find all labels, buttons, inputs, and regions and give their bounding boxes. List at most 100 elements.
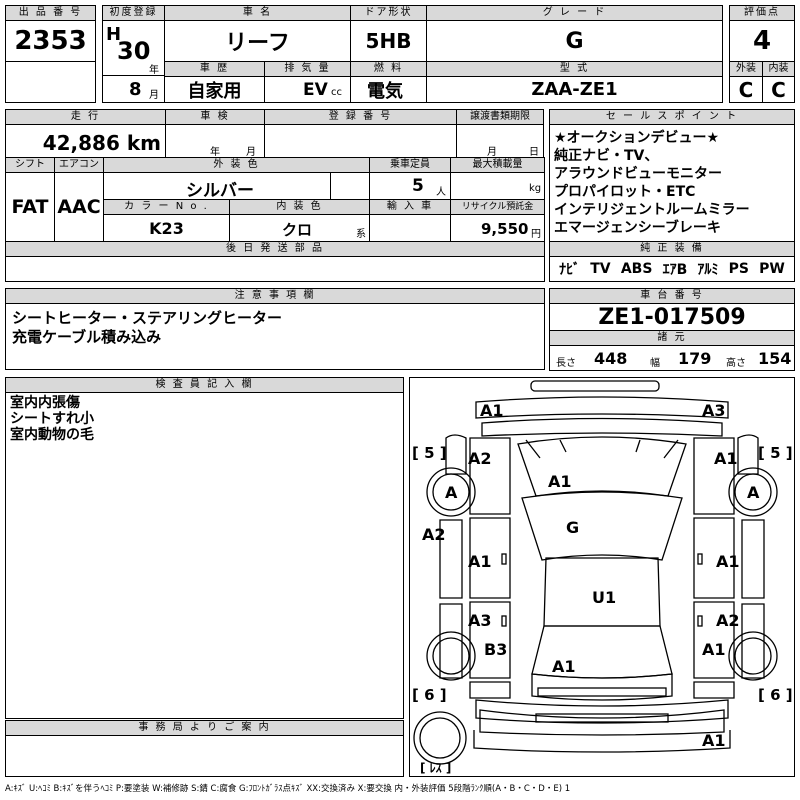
grade-value: G xyxy=(426,20,723,62)
color-no-label: カ ラ ー N o . xyxy=(103,199,230,215)
color-extra-box xyxy=(330,172,370,200)
model-label: 型 式 xyxy=(426,61,723,77)
later-parts-label: 後 日 発 送 部 品 xyxy=(5,241,545,257)
tire-label-rear-left: [ 6 ] xyxy=(412,686,447,704)
sales-point-line: エマージェンシーブレーキ xyxy=(554,220,721,236)
mark-hood: A1 xyxy=(548,472,572,491)
first-reg-month-box: 8 月 xyxy=(102,75,165,103)
inspection-year-unit: 年 xyxy=(210,147,220,158)
shift-label: シフト xyxy=(5,157,55,173)
exterior-label: 外装 xyxy=(729,61,763,77)
first-reg-era: H xyxy=(106,24,122,45)
displacement-unit: cc xyxy=(331,87,342,98)
sales-point-line: インテリジェントルームミラー xyxy=(554,202,750,218)
first-reg-year: 30 xyxy=(117,37,151,65)
equipment-item: ABS xyxy=(620,261,653,277)
mark-front-fender-right: A1 xyxy=(714,449,738,468)
equipment-box: ﾅﾋﾞ TV ABS ｴｱB ｱﾙﾐ PS PW xyxy=(549,256,795,282)
mark-pillar-left: A2 xyxy=(422,525,446,544)
equipment-item: PS xyxy=(728,261,749,277)
sales-points-label: セ ー ル ス ポ イ ン ト xyxy=(549,109,795,125)
chassis-label: 車 台 番 号 xyxy=(549,288,795,304)
lot-no-label: 出 品 番 号 xyxy=(5,5,96,21)
length-value: 448 xyxy=(594,349,628,368)
recycle-box: 9,550 円 xyxy=(450,214,545,242)
office-box xyxy=(5,735,404,777)
note-line: シートヒーター・ステアリングヒーター xyxy=(12,309,283,327)
legend-text: A:ｷｽﾞ U:ﾍｺﾐ B:ｷｽﾞを伴うﾍｺﾐ P:要塗装 W:補修跡 S:錆 … xyxy=(5,784,571,794)
sales-points-box: ★オークションデビュー★ 純正ナビ・TV、 アラウンドビューモニター プロパイロ… xyxy=(549,124,795,242)
width-value: 179 xyxy=(678,349,712,368)
recycle-unit: 円 xyxy=(531,229,541,240)
mark-tailgate: A1 xyxy=(552,657,576,676)
equipment-label: 純 正 装 備 xyxy=(549,241,795,257)
inspection-month-unit: 月 xyxy=(246,147,256,158)
first-reg-month-unit: 月 xyxy=(149,90,159,101)
car-name-value: リーフ xyxy=(164,20,351,62)
mark-rear-bumper: A1 xyxy=(702,731,726,750)
tire-label-rear-right: [ 6 ] xyxy=(758,686,793,704)
inspection-label: 車 検 xyxy=(165,109,265,125)
tire-label-spare: [ ﾚｽ ] xyxy=(420,761,451,775)
mark-front-fender-left: A2 xyxy=(468,449,492,468)
mark-wheel-front-left: A xyxy=(445,483,458,502)
later-parts-box xyxy=(5,256,545,282)
lot-no-value: 2353 xyxy=(5,20,96,62)
mark-front-door-left: A1 xyxy=(468,552,492,571)
width-label: 幅 xyxy=(650,358,660,369)
equipment-item: ﾅﾋﾞ xyxy=(559,262,581,278)
int-color-value: クロ xyxy=(282,221,313,239)
sales-point-line: 純正ナビ・TV、 xyxy=(554,148,659,164)
height-label: 高さ xyxy=(726,358,746,369)
inspector-line: 室内内張傷 xyxy=(10,395,80,411)
transfer-label: 譲渡書類期限 xyxy=(456,109,544,125)
displacement-value: EV xyxy=(303,80,328,100)
car-outline-svg: [ 5 ] [ 5 ] [ 6 ] [ 6 ] [ ﾚｽ ] A1 A3 A2 … xyxy=(412,380,793,775)
door-value: 5HB xyxy=(350,20,427,62)
sales-point-line: プロパイロット・ETC xyxy=(554,184,696,200)
mileage-box: 42,886 km xyxy=(5,124,166,158)
load-label: 最大積載量 xyxy=(450,157,545,173)
recycle-value: 9,550 xyxy=(481,220,529,238)
int-color-box: クロ 系 xyxy=(229,214,370,242)
notes-label: 注 意 事 項 欄 xyxy=(5,288,545,304)
inspector-line: シートすれ小 xyxy=(10,411,94,427)
interior-label: 内装 xyxy=(762,61,795,77)
mileage-value: 42,886 xyxy=(42,131,120,155)
mark-rear-fender-right: A1 xyxy=(702,640,726,659)
exterior-value: C xyxy=(729,76,763,103)
mark-front-bumper-right: A3 xyxy=(702,401,726,420)
transfer-day-unit: 日 xyxy=(529,147,539,158)
load-unit: kg xyxy=(529,183,542,194)
displacement-box: EV cc xyxy=(264,76,351,103)
color-no-value: K23 xyxy=(103,214,230,242)
color-box: シルバー xyxy=(103,172,331,201)
transfer-box: 月 日 xyxy=(456,124,544,158)
load-box: kg xyxy=(450,172,545,200)
aircon-value: AAC xyxy=(54,172,104,242)
first-reg-month: 8 xyxy=(129,79,142,100)
import-box xyxy=(369,214,451,242)
specs-label: 諸 元 xyxy=(549,330,795,346)
reg-no-label: 登 録 番 号 xyxy=(264,109,457,125)
displacement-label: 排 気 量 xyxy=(264,61,351,77)
grade-label: グ レ ー ド xyxy=(426,5,723,21)
sales-point-line: アラウンドビューモニター xyxy=(554,166,722,182)
score-value: 4 xyxy=(729,20,795,62)
tire-label-front-left: [ 5 ] xyxy=(412,444,447,462)
capacity-box: 5 人 xyxy=(369,172,451,200)
recycle-label: リサイクル預託金 xyxy=(450,199,545,215)
note-line: 充電ケーブル積み込み xyxy=(12,328,162,346)
capacity-value: 5 xyxy=(412,176,424,196)
mark-rear-fender-left: B3 xyxy=(484,640,507,659)
history-label: 車 歴 xyxy=(164,61,265,77)
score-label: 評価点 xyxy=(729,5,795,21)
history-value: 自家用 xyxy=(164,76,265,103)
inspector-box: 室内内張傷 シートすれ小 室内動物の毛 xyxy=(5,392,404,719)
equipment-item: ｱﾙﾐ xyxy=(697,262,719,278)
first-reg-year-box: H 30 年 xyxy=(102,20,165,76)
inspector-label: 検 査 員 記 入 欄 xyxy=(5,377,404,393)
int-color-unit: 系 xyxy=(356,229,366,240)
office-label: 事 務 局 よ り ご 案 内 xyxy=(5,720,404,736)
reg-no-box xyxy=(264,124,457,158)
